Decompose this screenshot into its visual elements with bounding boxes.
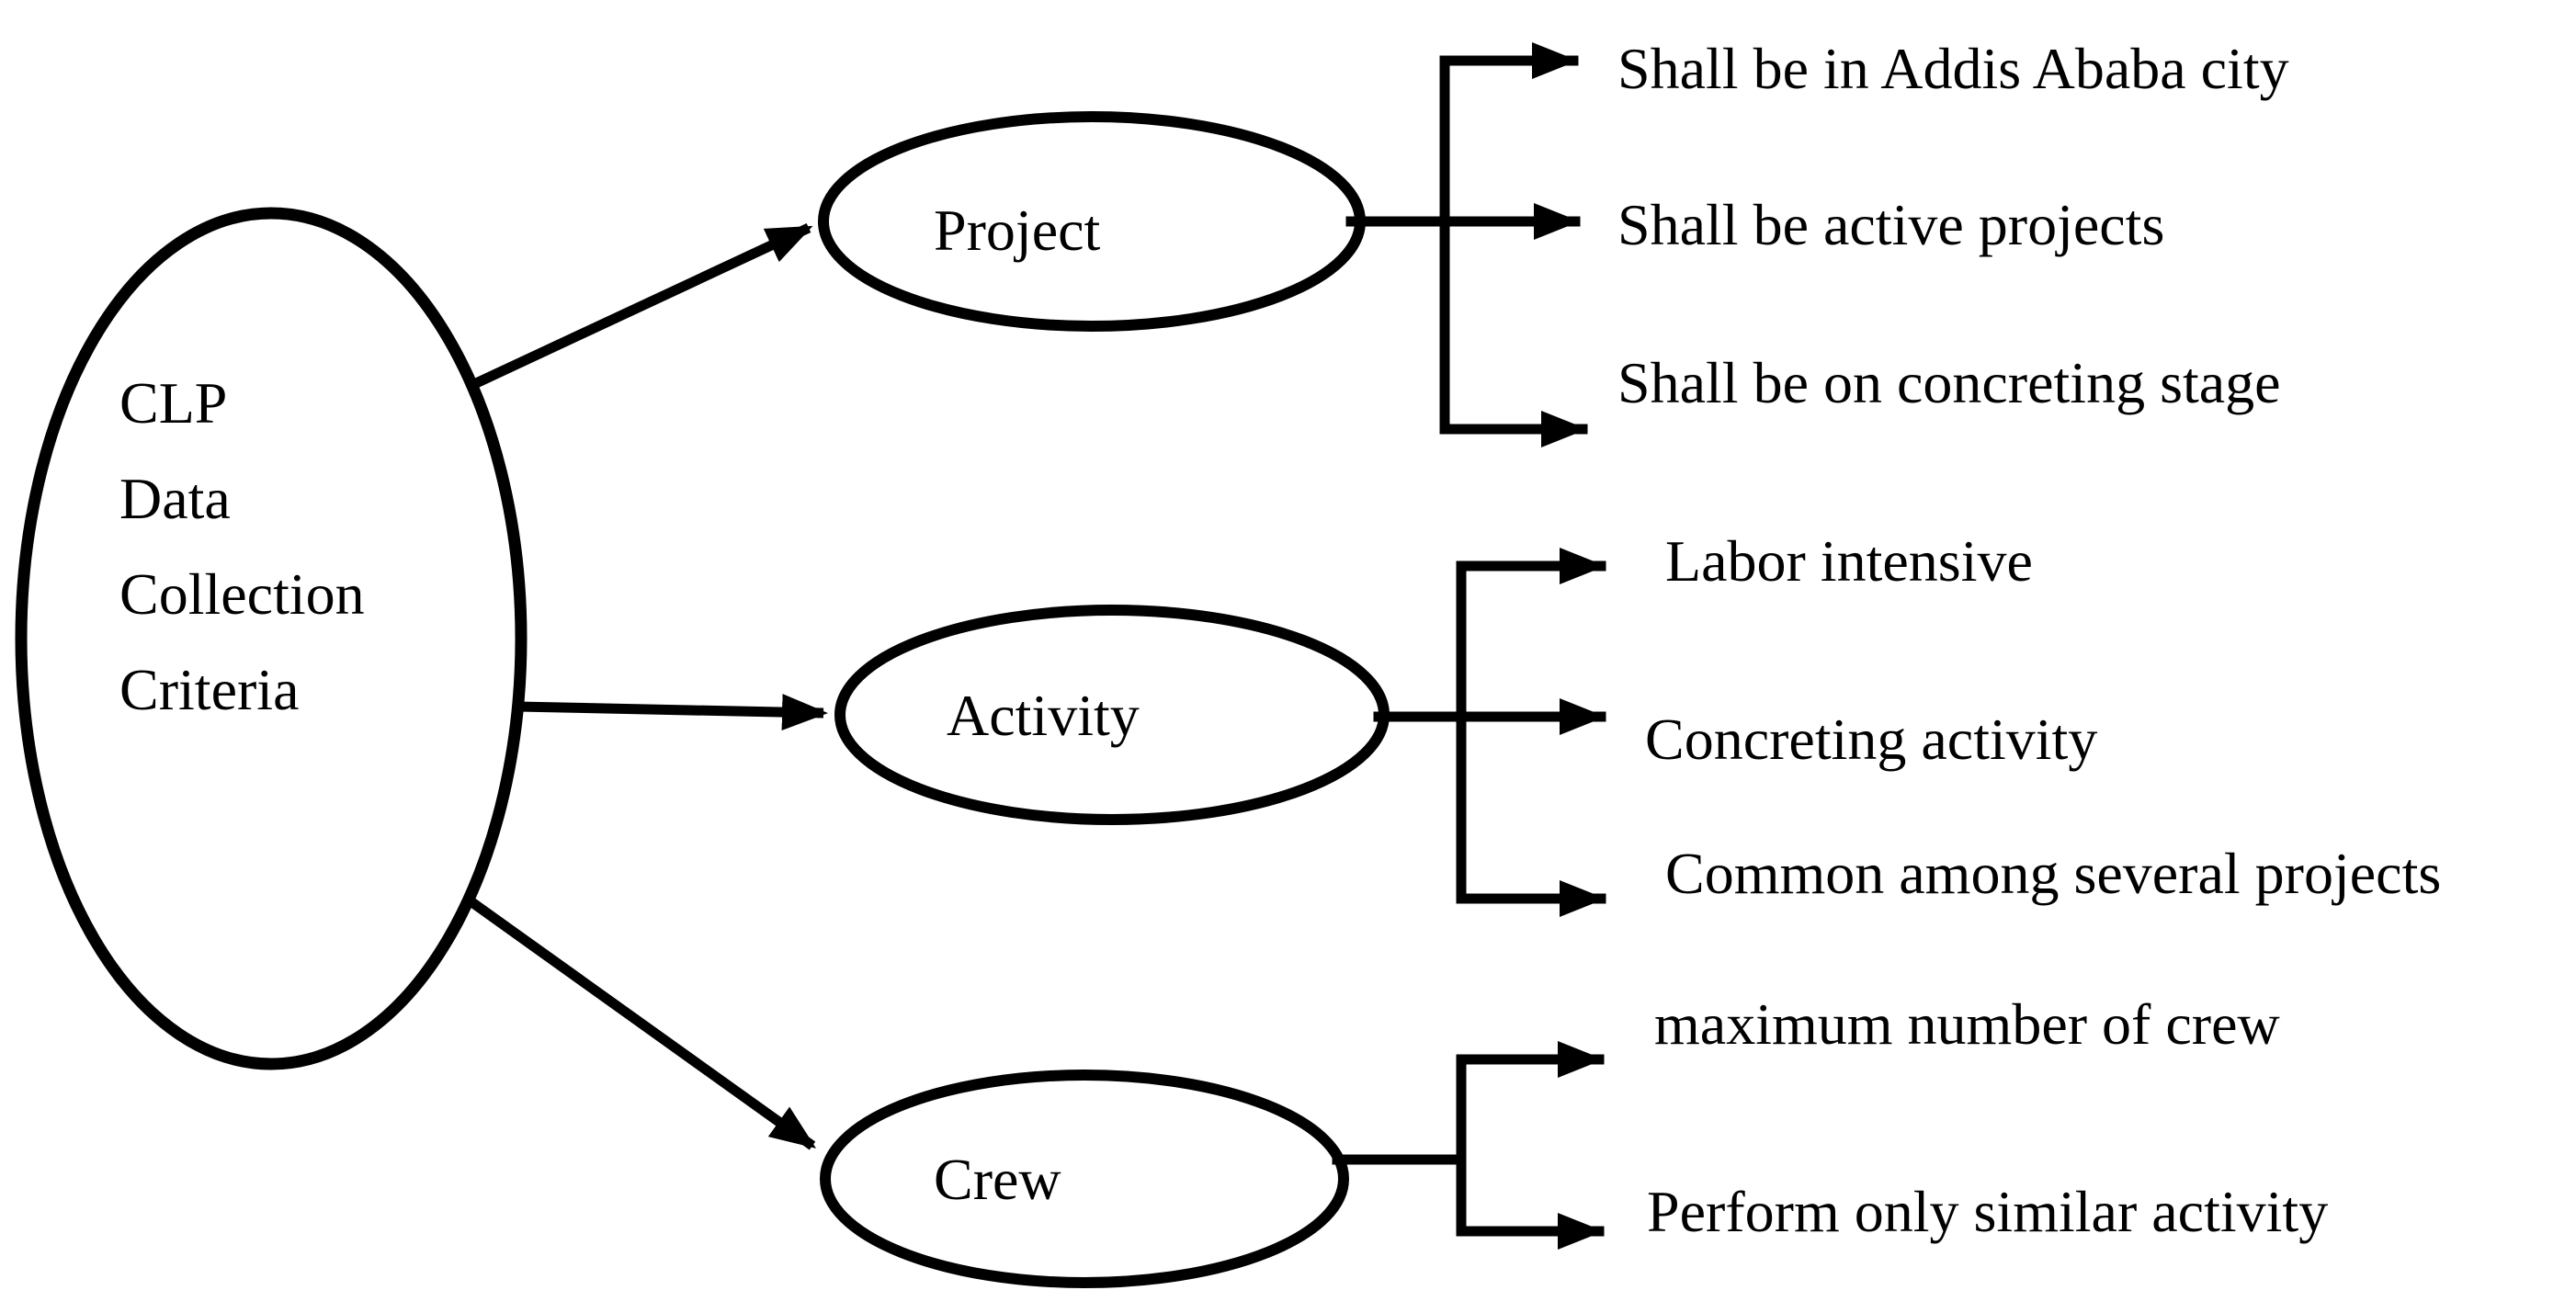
- root-node-label-line-3: Collection: [119, 561, 365, 627]
- crew-criterion-text-1: maximum number of crew: [1654, 991, 2280, 1057]
- project-criterion-text-2: Shall be active projects: [1617, 192, 2164, 257]
- activity-criterion-text-3: Common among several projects: [1665, 841, 2441, 906]
- edge-root-to-activity: [516, 694, 828, 731]
- activity-criterion-text-2: Concreting activity: [1645, 707, 2097, 772]
- edge-root-to-crew: [463, 894, 817, 1150]
- crew-criterion-text-2: Perform only similar activity: [1647, 1179, 2328, 1244]
- root-node-ellipse: [15, 207, 528, 1070]
- project-criterion-text-1: Shall be in Addis Ababa city: [1617, 36, 2289, 101]
- crew-node-label: Crew: [934, 1147, 1061, 1212]
- root-node-label-line-1: CLP: [119, 370, 227, 436]
- project-criterion-text-3: Shall be on concreting stage: [1617, 350, 2281, 415]
- crew-node-ellipse: [820, 1070, 1349, 1288]
- activity-node-label: Activity: [947, 683, 1140, 748]
- activity-criterion-text-1: Labor intensive: [1665, 528, 2033, 594]
- project-node-label: Project: [934, 198, 1101, 263]
- root-node-label-line-4: Criteria: [119, 657, 299, 722]
- root-node-label-line-2: Data: [119, 466, 231, 531]
- edge-root-to-project: [471, 223, 813, 389]
